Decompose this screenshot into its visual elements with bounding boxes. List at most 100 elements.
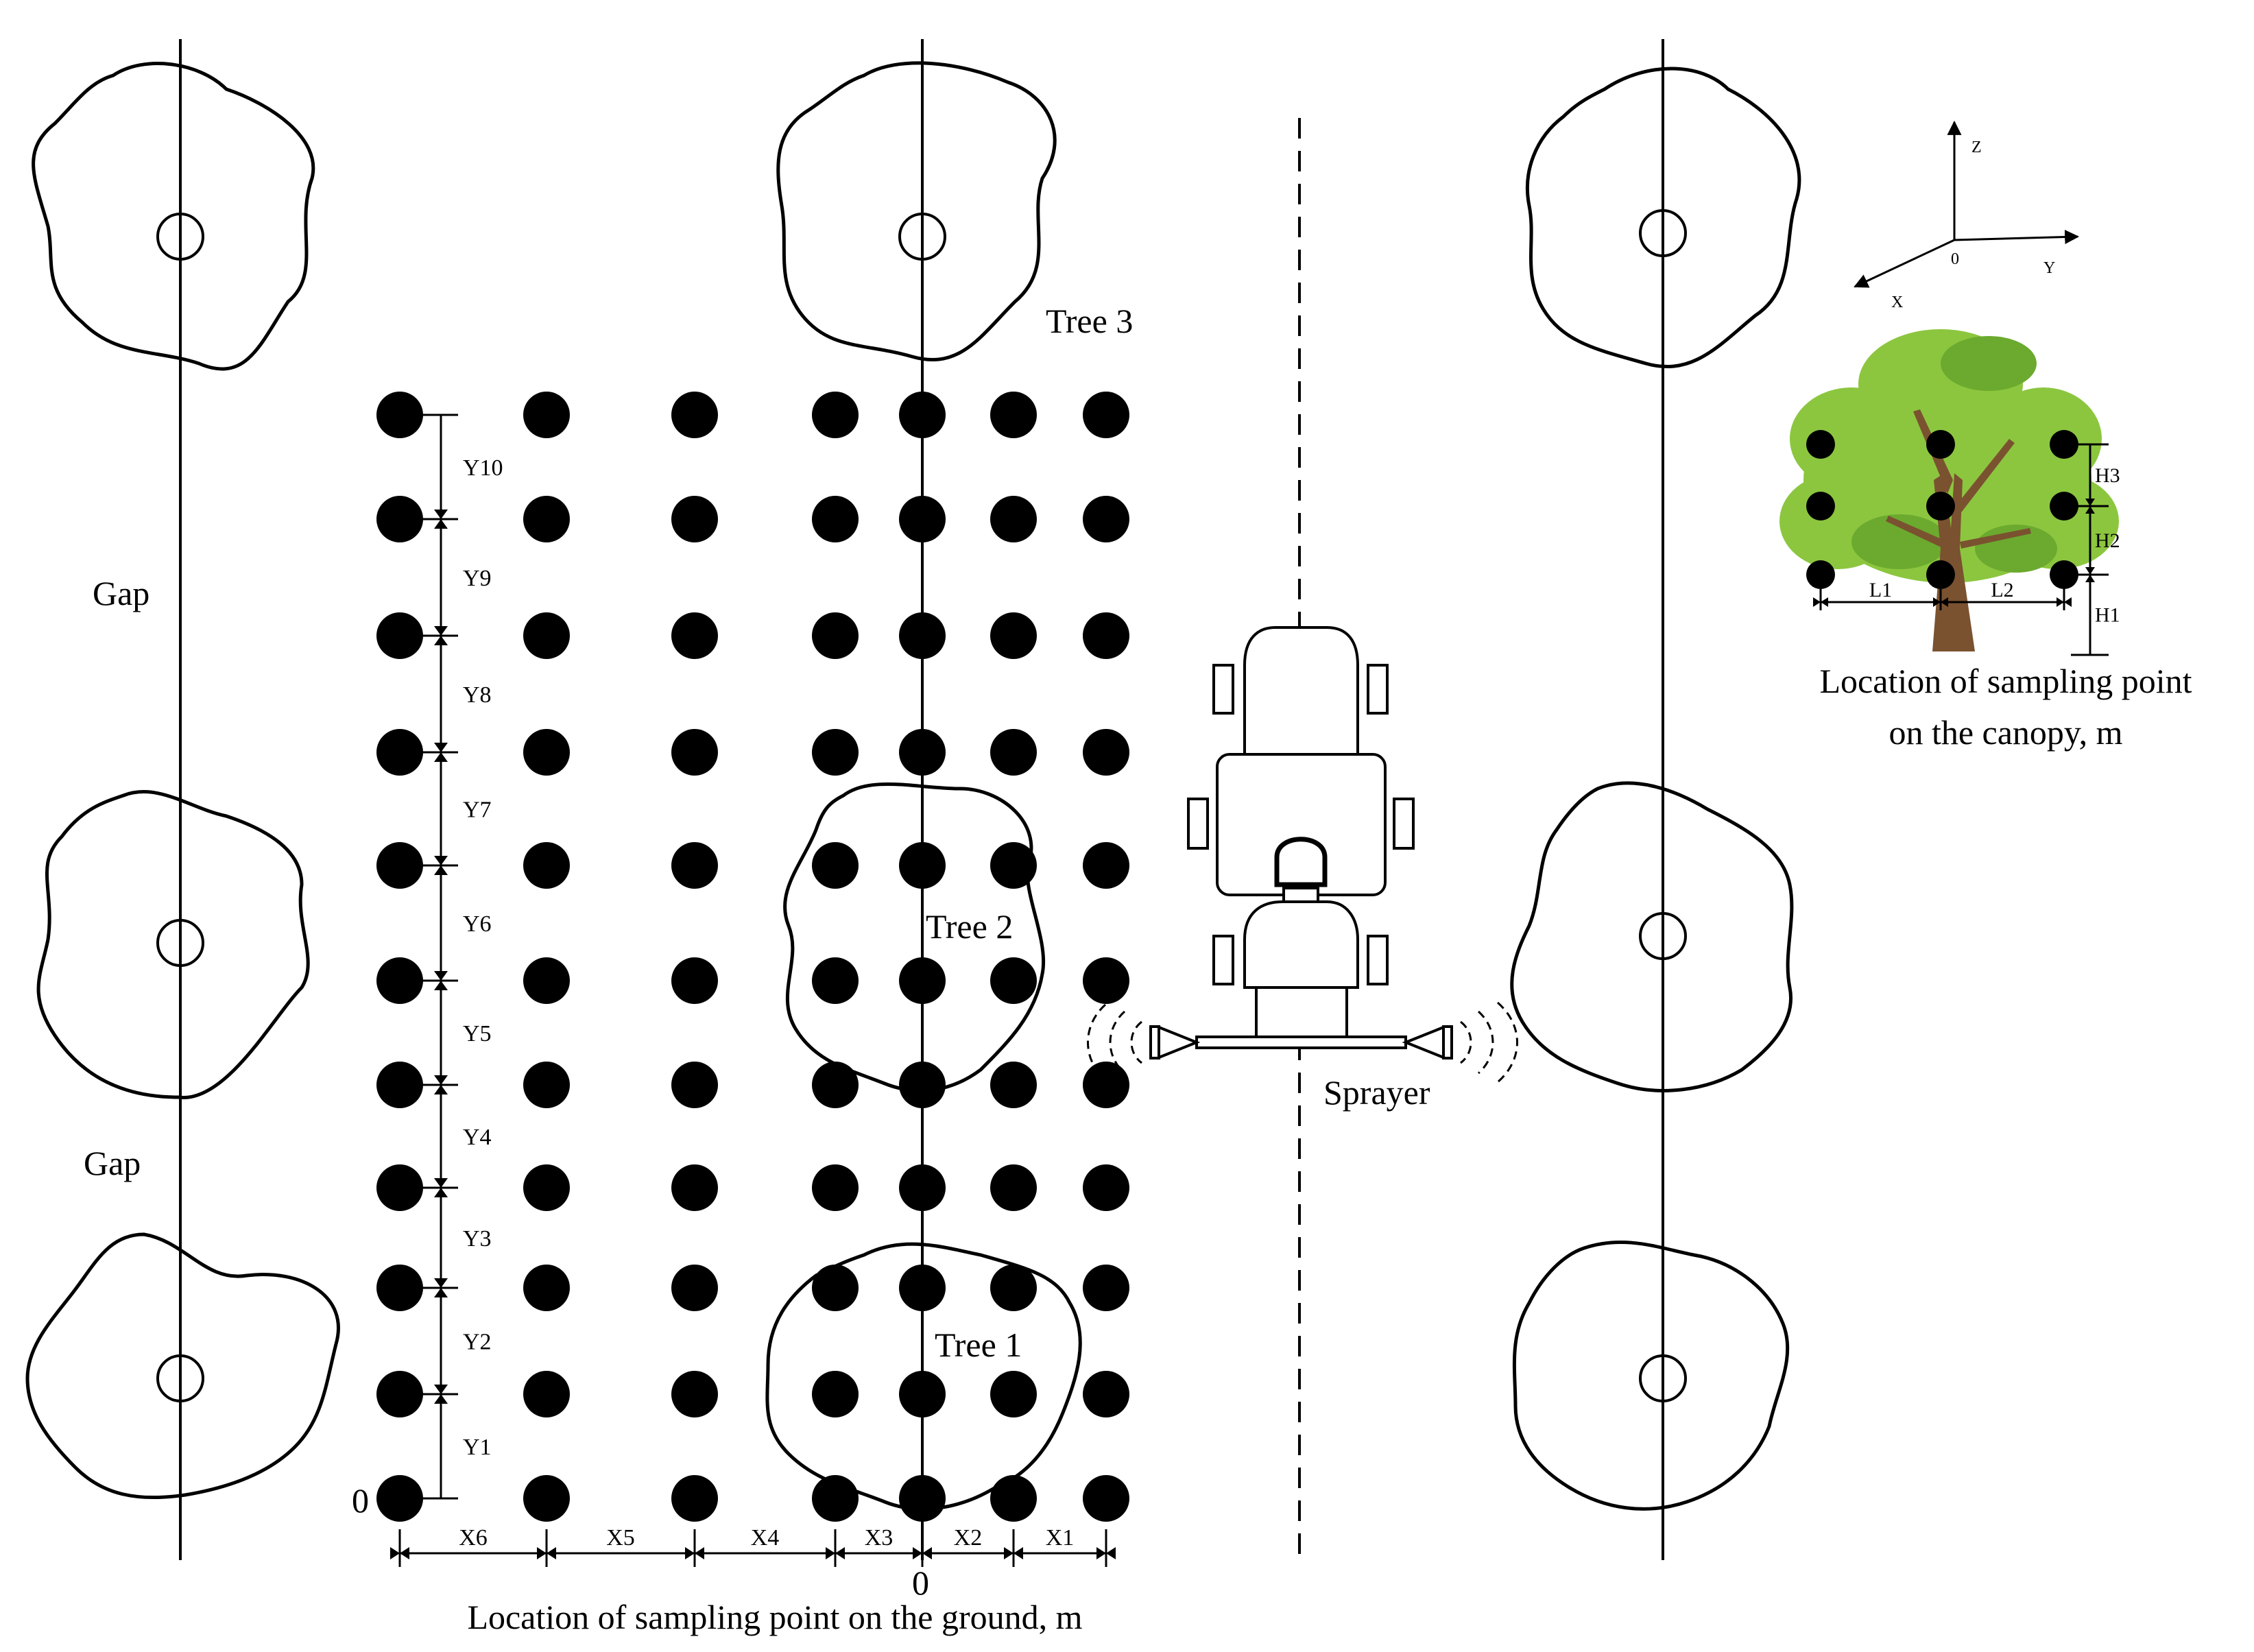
spray-wave-left-2 bbox=[1109, 1010, 1125, 1075]
sampling-point bbox=[671, 729, 718, 776]
x-dimension-arrow bbox=[390, 1547, 409, 1559]
tree-canopies bbox=[25, 61, 1801, 1511]
spray-waves bbox=[1087, 1001, 1518, 1084]
tree-foliage bbox=[1779, 329, 2119, 583]
axis-label-x: X bbox=[1891, 294, 1903, 311]
canopy-center-top bbox=[776, 61, 1057, 361]
sampling-point bbox=[812, 957, 859, 1004]
x-dimension-arrow bbox=[1096, 1547, 1116, 1559]
canopy-left-top bbox=[32, 62, 315, 371]
canopy-sampling-point bbox=[1806, 430, 1835, 459]
label-tree3: Tree 3 bbox=[1046, 302, 1133, 340]
h-dimension-arrow bbox=[2085, 499, 2095, 514]
canopy-left-bottom bbox=[25, 1232, 340, 1500]
x-interval-label: X1 bbox=[1046, 1525, 1075, 1551]
trunk-branch bbox=[1954, 439, 2015, 514]
x-interval-label: X4 bbox=[751, 1525, 780, 1551]
l-interval-label: L2 bbox=[1991, 579, 2013, 601]
canopy-sampling-points bbox=[1806, 430, 2078, 589]
sprayer-tank bbox=[1243, 900, 1359, 989]
trunk-right-bottom bbox=[1639, 1354, 1687, 1402]
tractor-front-body bbox=[1243, 626, 1359, 756]
sampling-point bbox=[899, 1164, 946, 1211]
h-dimension-arrow bbox=[2085, 567, 2095, 582]
sampling-point bbox=[990, 1475, 1037, 1522]
canopy-sampling-point bbox=[2050, 492, 2078, 520]
y-dimension-arrow bbox=[434, 1178, 448, 1197]
y-dimension-arrow bbox=[434, 626, 448, 645]
tank-wheel-right bbox=[1367, 935, 1389, 985]
axis-triad bbox=[1854, 120, 2080, 288]
x-dimension-arrow bbox=[1004, 1547, 1023, 1559]
y-dimension-arrow bbox=[434, 743, 448, 762]
sampling-point bbox=[899, 1475, 946, 1522]
sampling-point bbox=[990, 729, 1037, 776]
l-dimension-arrow bbox=[1933, 597, 1948, 607]
sampling-point bbox=[523, 842, 570, 889]
nozzle-left-cap bbox=[1149, 1025, 1160, 1060]
x-axis bbox=[1854, 239, 1955, 288]
l-interval-label: L1 bbox=[1869, 579, 1892, 601]
trunk-right-top bbox=[1639, 209, 1687, 257]
sampling-point bbox=[1083, 1062, 1129, 1108]
nozzle-right-cap bbox=[1442, 1025, 1453, 1060]
y-interval-label: Y9 bbox=[463, 566, 492, 591]
x-dimension-arrow bbox=[537, 1547, 556, 1559]
x-dimension-arrow bbox=[826, 1547, 845, 1559]
axis-label-origin: 0 bbox=[1951, 250, 1959, 268]
sampling-point bbox=[812, 392, 859, 438]
sampling-point bbox=[812, 1062, 859, 1108]
y-interval-label: Y10 bbox=[463, 455, 503, 481]
sampling-point bbox=[899, 612, 946, 659]
sampling-point bbox=[899, 957, 946, 1004]
sampling-point bbox=[899, 1265, 946, 1311]
x-dimension-arrow bbox=[913, 1547, 932, 1559]
tank-frame bbox=[1255, 986, 1348, 1044]
label-tree2: Tree 2 bbox=[926, 907, 1013, 946]
canopy-sampling-point bbox=[1806, 560, 1835, 589]
canopy-sampling-point bbox=[1926, 560, 1955, 589]
sampling-point bbox=[671, 1062, 718, 1108]
sampling-point bbox=[1083, 392, 1129, 438]
canopy-caption-line2: on the canopy, m bbox=[1889, 713, 2122, 752]
sampling-point bbox=[1083, 1265, 1129, 1311]
sampling-point bbox=[523, 1062, 570, 1108]
hitch-icon bbox=[1274, 837, 1328, 887]
sampling-point bbox=[523, 612, 570, 659]
sampling-point bbox=[523, 1164, 570, 1211]
front-wheel-left bbox=[1212, 664, 1234, 715]
y-interval-label: Y6 bbox=[463, 911, 492, 937]
ground-sampling-points bbox=[376, 392, 1129, 1522]
sampling-point bbox=[523, 1371, 570, 1417]
tank-wheel-left bbox=[1212, 935, 1234, 985]
sampling-point bbox=[899, 842, 946, 889]
sampling-point bbox=[812, 729, 859, 776]
sampling-point bbox=[812, 1475, 859, 1522]
front-wheel-right bbox=[1367, 664, 1389, 715]
y-dimension-arrow bbox=[434, 510, 448, 529]
sampling-point bbox=[671, 612, 718, 659]
sampling-point bbox=[990, 612, 1037, 659]
trunk-left-top bbox=[156, 213, 204, 261]
rear-wheel-right bbox=[1393, 798, 1415, 850]
trunk-right-mid bbox=[1639, 912, 1687, 960]
x-interval-label: X6 bbox=[459, 1525, 488, 1551]
sampling-point bbox=[899, 392, 946, 438]
spray-wave-right-3 bbox=[1497, 1001, 1518, 1084]
sampling-point bbox=[1083, 1164, 1129, 1211]
y-interval-label: Y3 bbox=[463, 1226, 492, 1252]
sampling-point bbox=[671, 1164, 718, 1211]
trunk-center-top bbox=[898, 213, 946, 261]
l-dimension-arrow bbox=[1813, 597, 1828, 607]
sampling-point bbox=[990, 842, 1037, 889]
h-interval-label: H2 bbox=[2095, 529, 2120, 552]
x-interval-label: X2 bbox=[954, 1525, 983, 1551]
label-sprayer: Sprayer bbox=[1323, 1073, 1430, 1112]
foliage-blob bbox=[1790, 387, 1913, 490]
sampling-point bbox=[523, 1265, 570, 1311]
canopy-sampling-point bbox=[2050, 430, 2078, 459]
ground-caption: Location of sampling point on the ground… bbox=[467, 1598, 1082, 1636]
x-interval-label: X3 bbox=[865, 1525, 894, 1551]
